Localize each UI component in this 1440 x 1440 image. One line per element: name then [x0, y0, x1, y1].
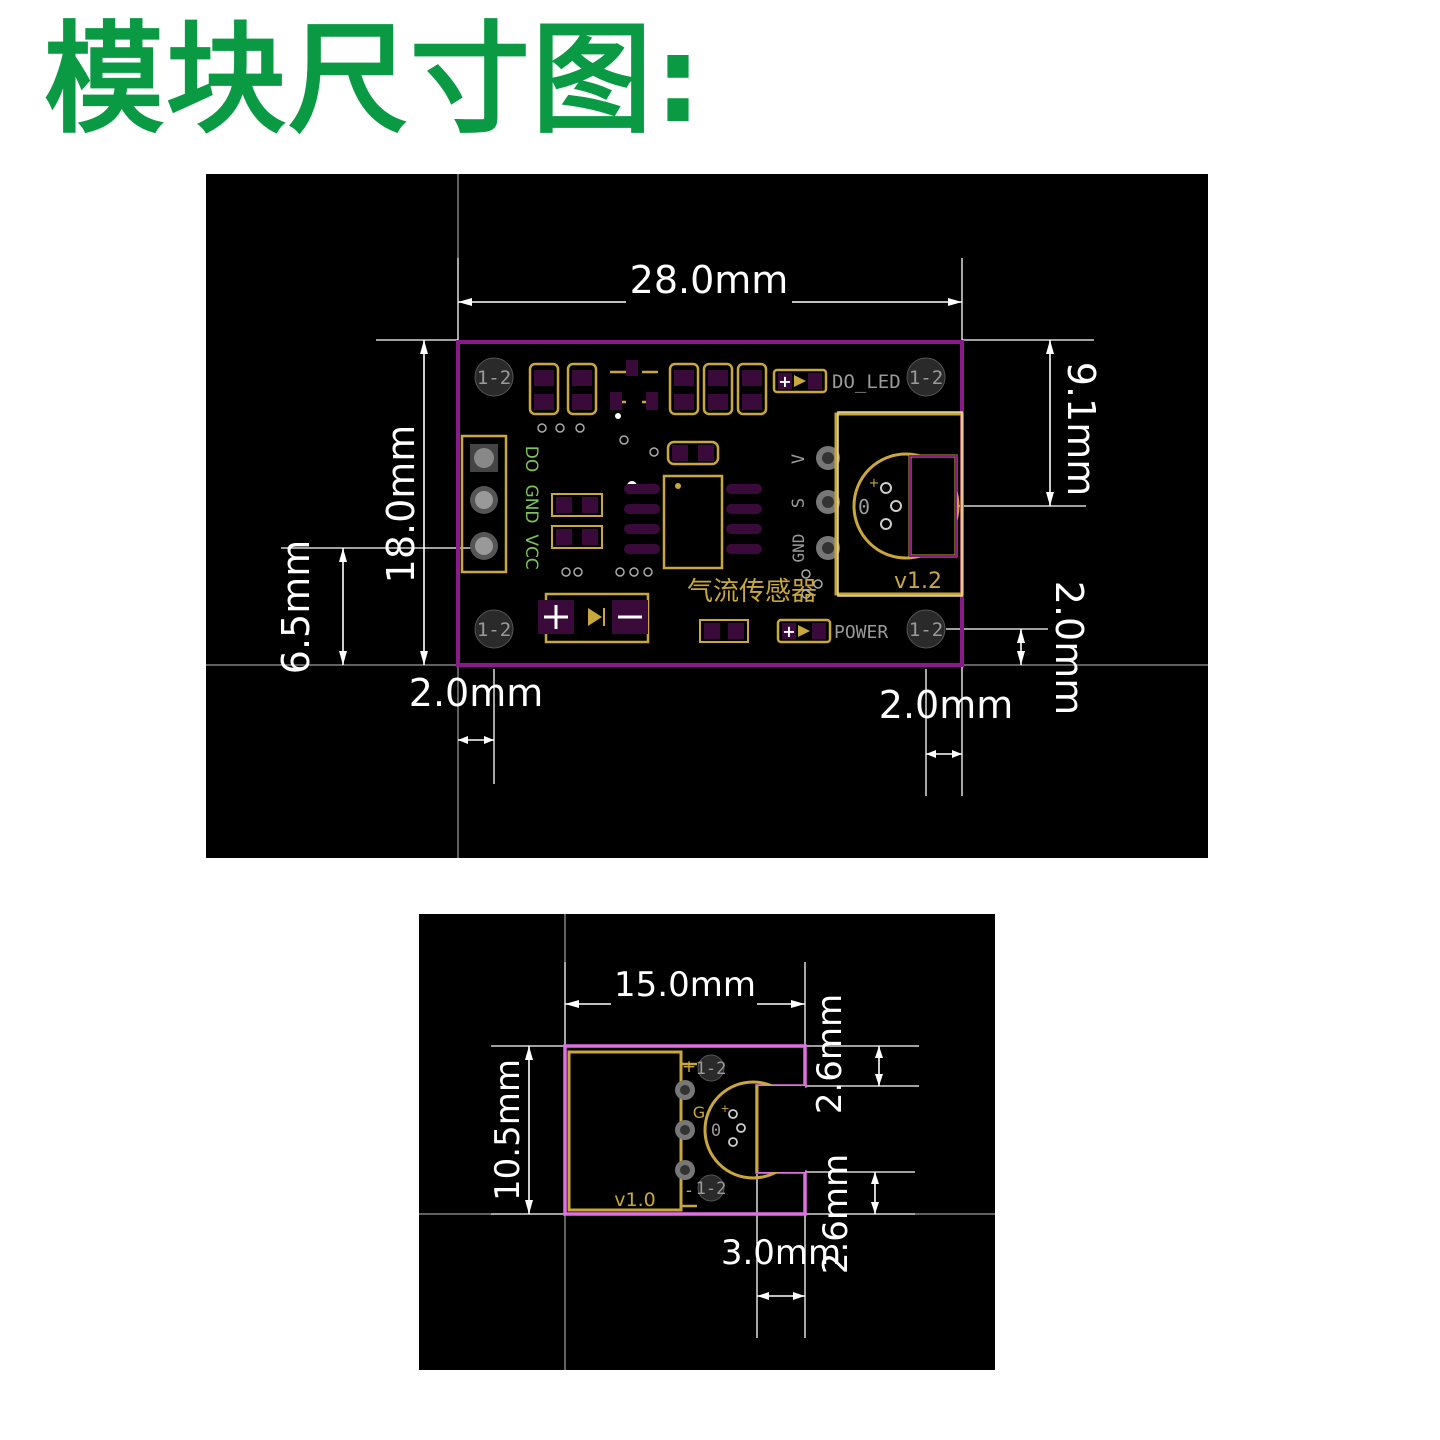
main-hole-bottom-label: 2.0mm [1047, 581, 1091, 715]
sensor-name-label: 气流传感器 [687, 577, 817, 607]
probe-version-label: v1.0 [614, 1189, 655, 1211]
main-top-offset-label: 9.1mm [1059, 362, 1103, 496]
probe-hole-label-bottom: 1-2 [696, 1179, 727, 1199]
header-do-label: DO [521, 446, 541, 472]
hole-label-bottom-right: 1-2 [909, 619, 943, 641]
header-gnd-label: GND [521, 485, 541, 524]
airflow-sensor [852, 452, 960, 560]
diode [538, 592, 650, 644]
main-arrowheads [339, 298, 1054, 758]
do-led [772, 368, 828, 394]
hole-label-top-left: 1-2 [477, 367, 511, 389]
power-label: POWER [834, 622, 888, 643]
top-smd-components [528, 360, 768, 491]
probe-width-label: 15.0mm [614, 965, 756, 1005]
probe-notch-top-label: 2.6mm [810, 994, 850, 1114]
main-board-diagram: 28.0mm 18.0mm 6.5mm 9.1mm 2.0mm 2.0mm 2.… [206, 174, 1208, 858]
probe-hole-label-top: 1-2 [696, 1059, 727, 1079]
probe-pin-minus: - [686, 1181, 692, 1201]
main-hole-left-label: 2.0mm [409, 671, 543, 715]
main-dimension-lines [342, 301, 1051, 755]
pin-header [460, 434, 508, 574]
bottom-smd-part [699, 619, 749, 643]
ic-chip [624, 440, 762, 570]
sensor-plus-mark: + [869, 476, 880, 491]
main-left-offset-label: 6.5mm [274, 540, 318, 674]
do-led-label: DO_LED [832, 371, 901, 393]
pin-v-label: V [789, 454, 809, 464]
main-width-label: 28.0mm [630, 258, 789, 302]
small-smd-parts [551, 493, 653, 577]
probe-holes [697, 1054, 725, 1202]
probe-extension-lines [491, 962, 919, 1338]
power-led [776, 618, 832, 644]
header-vcc-label: VCC [521, 534, 541, 569]
probe-notch-bottom-label: 2.6mm [816, 1154, 856, 1274]
main-board-drawing: 28.0mm 18.0mm 6.5mm 9.1mm 2.0mm 2.0mm 2.… [206, 174, 1208, 858]
do-led-plus-sign: + [778, 372, 791, 391]
main-hole-right-label: 2.0mm [879, 683, 1013, 727]
probe-board-drawing: 15.0mm 10.5mm 2.6mm 2.6mm 3.0mm v1.0 + G… [419, 914, 995, 1370]
probe-board-diagram: 15.0mm 10.5mm 2.6mm 2.6mm 3.0mm v1.0 + G… [419, 914, 995, 1370]
probe-notch-width-label: 3.0mm [721, 1233, 841, 1273]
mounting-holes [474, 357, 946, 649]
pin-gnd-label: GND [789, 534, 808, 563]
hole-label-bottom-left: 1-2 [477, 619, 511, 641]
sensor-zero-mark: 0 [858, 495, 870, 519]
probe-sensor-zero: 0 [711, 1121, 721, 1141]
probe-pin-plus: + [682, 1057, 696, 1077]
sensor-connector [801, 411, 964, 599]
main-height-label: 18.0mm [379, 425, 423, 584]
probe-arrowheads [525, 1000, 883, 1300]
version-label: v1.2 [894, 569, 942, 594]
hole-label-top-right: 1-2 [909, 367, 943, 389]
probe-sensor [703, 1080, 805, 1180]
page-title: 模块尺寸图: [44, 11, 704, 150]
probe-sensor-plus: + [720, 1102, 729, 1115]
pin-s-label: S [789, 498, 809, 508]
probe-pins [675, 1080, 695, 1180]
power-plus-sign: + [782, 622, 795, 641]
probe-height-label: 10.5mm [488, 1059, 528, 1201]
probe-pin-g: G [693, 1103, 705, 1122]
